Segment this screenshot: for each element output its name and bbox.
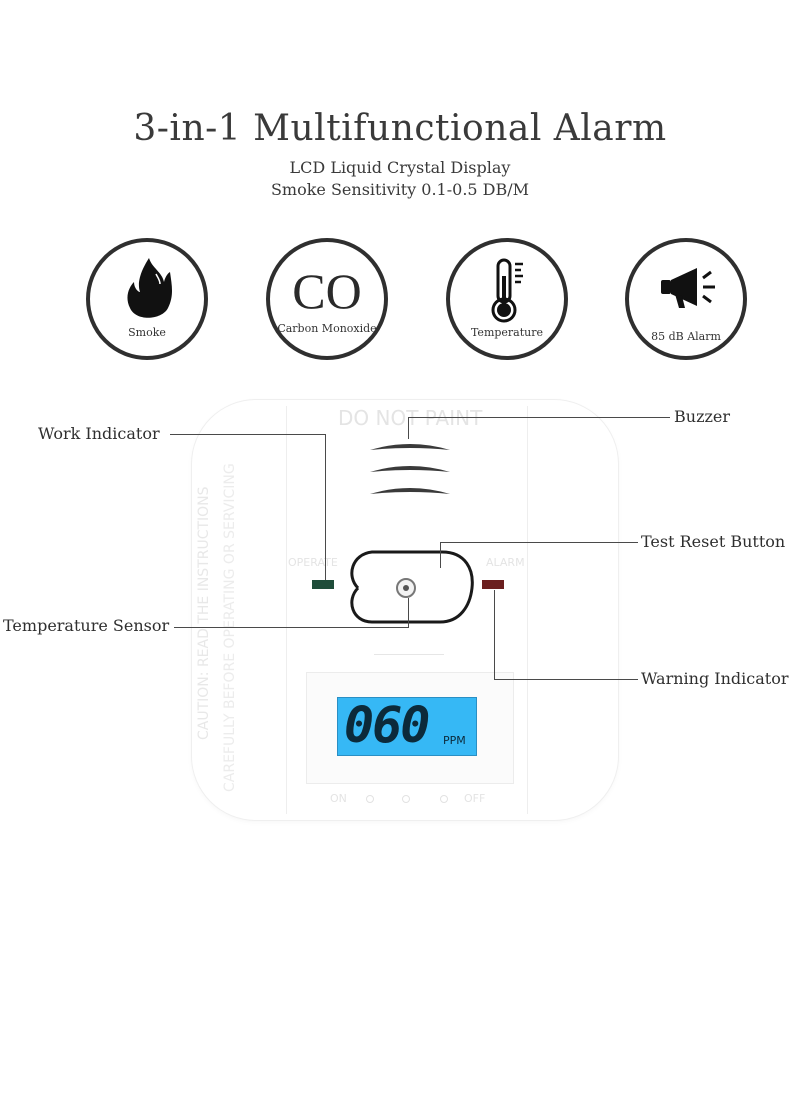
lcd-display: 060 PPM: [337, 696, 477, 756]
subtitle-lcd: LCD Liquid Crystal Display: [289, 158, 511, 177]
leader-line: [440, 542, 638, 543]
feature-carbon-monoxide: CO Carbon Monoxide: [266, 238, 388, 360]
callout-temperature-sensor: Temperature Sensor: [3, 616, 170, 635]
leader-line: [408, 598, 409, 628]
leader-line: [494, 679, 638, 680]
feature-co-label: Carbon Monoxide: [277, 322, 377, 335]
caution-text: CAUTION: READ THE INSTRUCTIONS: [196, 486, 212, 740]
switch-dot: [402, 795, 410, 803]
callout-warning-indicator: Warning Indicator: [641, 669, 789, 688]
leader-line: [408, 417, 670, 418]
feature-smoke-label: Smoke: [128, 326, 166, 339]
page-title: 3-in-1 Multifunctional Alarm: [133, 108, 667, 149]
leader-line: [170, 434, 326, 435]
feature-temperature-label: Temperature: [470, 326, 544, 339]
test-reset-button[interactable]: [338, 548, 478, 628]
callout-buzzer: Buzzer: [674, 407, 731, 426]
feature-temperature: Temperature: [446, 238, 568, 360]
co-text: CO: [292, 263, 362, 319]
work-indicator-light: [312, 580, 334, 589]
leader-line: [174, 627, 409, 628]
switch-dot: [440, 795, 448, 803]
buzzer-vents: [370, 444, 450, 494]
megaphone-icon: [661, 268, 715, 308]
lcd-reading: 060: [344, 696, 430, 754]
feature-alarm-label: 85 dB Alarm: [651, 330, 721, 343]
callout-test-reset-button: Test Reset Button: [641, 532, 786, 551]
off-text: OFF: [464, 792, 486, 805]
alarm-text: ALARM: [486, 556, 525, 569]
leader-line: [494, 590, 495, 679]
lcd-unit: PPM: [443, 734, 466, 747]
operate-text: OPERATE: [288, 556, 338, 569]
callout-work-indicator: Work Indicator: [38, 424, 160, 443]
warning-indicator-light: [482, 580, 504, 589]
switch-dot: [366, 795, 374, 803]
on-text: ON: [330, 792, 347, 805]
subtitle-smoke-sensitivity: Smoke Sensitivity 0.1-0.5 DB/M: [270, 180, 530, 199]
leader-line: [440, 542, 441, 568]
feature-smoke: Smoke: [86, 238, 208, 360]
leader-line: [325, 434, 326, 580]
feature-alarm: 85 dB Alarm: [625, 238, 747, 360]
leader-line: [408, 417, 409, 439]
do-not-paint-text: DO NOT PAINT: [338, 406, 483, 430]
flame-icon: [127, 258, 172, 318]
device-groove: [374, 650, 444, 655]
thermometer-icon: [491, 258, 523, 323]
device-center-panel: [286, 406, 528, 814]
